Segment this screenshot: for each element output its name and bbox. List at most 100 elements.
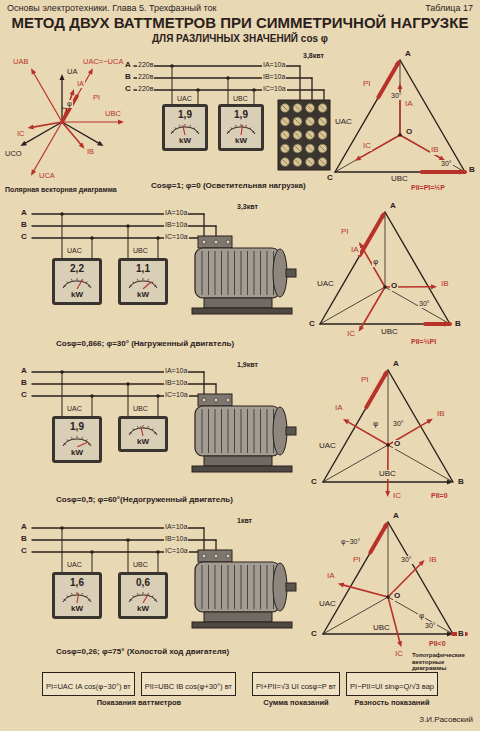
filament (320, 133, 325, 138)
arrow-head (118, 120, 124, 125)
terminal (202, 554, 206, 558)
vector-label: φ (372, 420, 379, 429)
vector-label: UBC (104, 110, 122, 118)
scale-arc (129, 281, 157, 288)
wire (62, 214, 63, 258)
scale-tick (235, 125, 236, 127)
cooling-fin (208, 409, 209, 453)
meter-scale (126, 589, 160, 603)
power-projection (62, 96, 77, 122)
cooling-fin (267, 409, 268, 453)
scale-tick (154, 285, 156, 287)
arrow-head (385, 491, 390, 497)
scale-tick (196, 131, 198, 133)
meter-label: IB=10a (262, 73, 286, 81)
current-vector (347, 421, 388, 445)
junction-dot (156, 394, 160, 398)
vector-label: 30° (400, 556, 413, 564)
junction-dot (126, 382, 130, 386)
wattmeter: 1,1kW (118, 258, 168, 305)
meter-label: 220в (137, 73, 154, 81)
wire (158, 238, 159, 258)
filament (283, 119, 288, 124)
wire (128, 384, 129, 416)
scale-tick (67, 440, 69, 441)
scale-tick (130, 285, 132, 287)
cooling-fin (260, 251, 261, 295)
scale-tick (185, 124, 186, 126)
arrow-head (28, 125, 34, 130)
scale-tick (86, 440, 88, 441)
arrow-head (70, 89, 75, 95)
vector-label: UBC (378, 470, 397, 479)
filament (320, 146, 325, 151)
meter-reading: 1,9 (166, 109, 204, 120)
meter-label: IA=10a (164, 209, 188, 217)
phase-voltage (388, 370, 389, 445)
lamp (281, 158, 290, 167)
vector-label: UCA (38, 172, 56, 180)
formula-box: PI−PII=UI sinφ=Q/√3 вар (346, 672, 438, 696)
formula-box: PI+PII=√3 UI cosφ=P вт (252, 672, 340, 696)
vector-label: UBC (390, 175, 409, 184)
caption: Топографические векторные диаграммы (411, 652, 477, 672)
filament (308, 119, 313, 124)
scale-tick (250, 128, 252, 129)
vector-label: 30° (390, 92, 403, 100)
wire (134, 89, 324, 90)
wire (172, 66, 173, 104)
power-projection (422, 170, 465, 174)
arrow-head (79, 143, 85, 149)
scale-tick (143, 425, 144, 427)
junction-dot (60, 212, 64, 216)
scale-tick (88, 443, 90, 445)
scale-tick (71, 279, 72, 281)
phase-letter: O (390, 282, 398, 291)
lamp (293, 131, 302, 140)
triangle-side (400, 60, 465, 172)
power-label: PII=PI=½P (410, 184, 446, 192)
vector-arrow (62, 122, 82, 146)
cooling-fin (247, 251, 248, 295)
meter-reading: 1,1 (122, 263, 164, 274)
power-label: 3,8квт (302, 52, 325, 60)
meter-label: UBC (132, 561, 149, 569)
junction-dot (126, 538, 130, 542)
meter-label: UAC (66, 405, 83, 413)
scale-tick (175, 128, 177, 129)
vector-arrow (62, 72, 91, 122)
wire (32, 383, 216, 384)
filament (320, 119, 325, 124)
filament (295, 119, 300, 124)
meter-label: UAC (176, 95, 193, 103)
phase-letter: B (457, 478, 465, 487)
scale-arc (129, 595, 157, 602)
scale-tick (133, 429, 135, 430)
current-vector (400, 135, 442, 159)
phase-letter: B (20, 379, 28, 388)
needle (141, 426, 143, 436)
cooling-fin (202, 409, 203, 453)
unit-label: kW (122, 604, 164, 613)
arrow-head (31, 68, 36, 74)
lamp (306, 144, 315, 153)
scale-tick (133, 596, 135, 597)
junction-dot (90, 236, 94, 240)
vector-label: IB (436, 410, 446, 419)
needle (143, 282, 151, 289)
current-vector (342, 585, 388, 597)
terminal-box (198, 236, 232, 248)
vector-label: IC (16, 130, 26, 138)
filament (308, 160, 313, 165)
phase-letter: A (20, 523, 28, 532)
meter-scale (126, 275, 160, 289)
end-bell (273, 563, 287, 611)
triangle-side (388, 522, 453, 634)
cooling-fin (228, 409, 229, 453)
arrow-head (397, 641, 402, 647)
wire (62, 528, 63, 572)
phase-voltage (388, 597, 453, 634)
phase-letter: C (310, 478, 318, 487)
caption: Cosφ=0,5; φ=60°(Недогруженный двигатель) (55, 496, 234, 505)
needle (183, 125, 185, 135)
